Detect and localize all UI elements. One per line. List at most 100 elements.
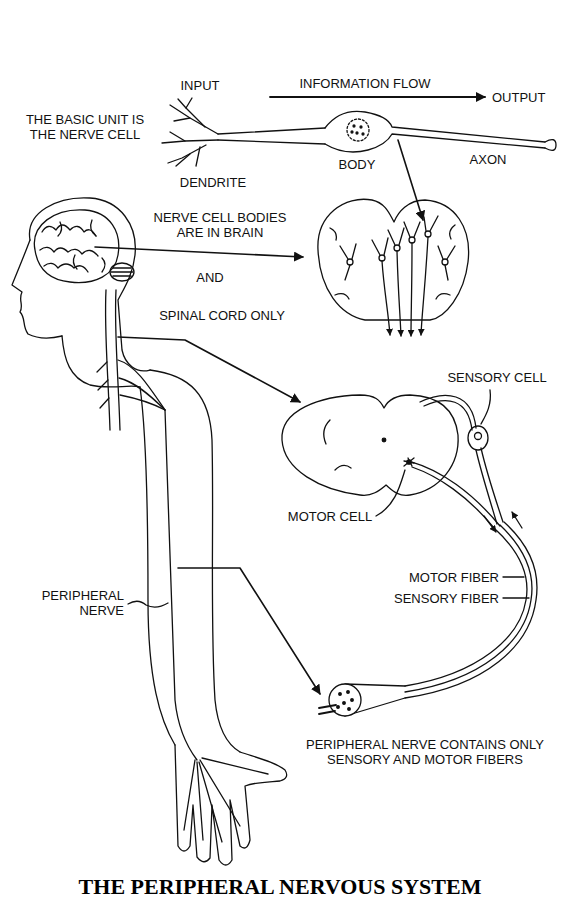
part-label: PERIPHERAL NERVE [32, 588, 124, 618]
cord-section [282, 395, 458, 495]
cord-section [412, 462, 500, 526]
cord-section [324, 420, 351, 470]
nerve-cell [325, 134, 545, 152]
part-label: SENSORY CELL [447, 370, 546, 385]
label-box: DENDRITE [180, 175, 246, 190]
label-box: BODY [339, 157, 376, 172]
flow-arrow [270, 96, 485, 98]
label-box: AXON [470, 152, 507, 167]
arm-outline [175, 745, 287, 865]
nerve-cell [186, 98, 192, 108]
brain [40, 247, 98, 256]
part-label: AND [196, 270, 223, 285]
brain [91, 220, 96, 236]
nerve-cell [162, 98, 556, 166]
nerve-cross-section [337, 706, 340, 709]
nerve-cross-section [343, 702, 346, 705]
cord-section [388, 228, 404, 245]
cord-section [411, 243, 412, 336]
nerve-cross-section [347, 691, 350, 694]
part-label: PERIPHERAL NERVE CONTAINS ONLY SENSORY A… [299, 737, 551, 767]
nerve-cell [362, 133, 364, 135]
cord-section [330, 225, 455, 299]
head-outline [12, 198, 150, 387]
spinal-cord [97, 362, 109, 408]
part-label: INFORMATION FLOW [299, 76, 430, 91]
brain [111, 268, 133, 276]
nerve-cell [347, 119, 369, 141]
cord-section [397, 251, 401, 336]
nerve-cell [176, 154, 190, 166]
part-label: DENDRITE [180, 175, 246, 190]
cord-section [347, 259, 353, 265]
cord-section [476, 450, 497, 524]
cord-section [382, 438, 386, 442]
brain [73, 255, 77, 269]
label-box: INFORMATION FLOW [299, 76, 430, 91]
cord-section [379, 255, 385, 261]
cord-section [405, 528, 527, 686]
label-box: NERVE CELL BODIES ARE IN BRAIN [145, 210, 295, 240]
nerve-cell [178, 99, 205, 127]
cord-section [409, 237, 415, 243]
peripheral-nerve [184, 758, 268, 842]
part-label: INPUT [181, 78, 220, 93]
cord-section [382, 261, 390, 335]
label-box: PERIPHERAL NERVE [32, 588, 124, 618]
cord-section [475, 433, 482, 440]
pointer-arrow [178, 568, 320, 694]
cord-section [468, 426, 488, 450]
leader-line [128, 601, 168, 607]
cord-section [424, 401, 472, 430]
part-label: NERVE CELL BODIES ARE IN BRAIN [145, 210, 295, 240]
head-outline [12, 240, 62, 338]
nerve-cell [218, 140, 325, 144]
part-label: OUTPUT [492, 90, 545, 105]
brain [44, 263, 88, 272]
label-box: SPINAL CORD ONLY [159, 308, 285, 323]
part-label: AXON [470, 152, 507, 167]
spinal-cord [97, 290, 165, 430]
label-box: SENSORY CELL [447, 370, 546, 385]
nerve-cell [170, 132, 185, 141]
part-label: THE BASIC UNIT IS THE NERVE CELL [19, 112, 151, 142]
label-box: SENSORY FIBER [394, 591, 499, 606]
cord-section [394, 245, 400, 251]
arm-outline [140, 370, 287, 865]
leader-line [376, 470, 405, 516]
label-box: MOTOR FIBER [409, 570, 499, 585]
cord-section [421, 237, 428, 335]
spinal-cord [105, 290, 110, 430]
cord-section [318, 199, 469, 320]
cord-section [424, 216, 438, 231]
leader-line [503, 576, 524, 577]
nerve-cell [353, 125, 355, 127]
nerve-cross-section [339, 693, 342, 696]
cord-section [484, 516, 496, 532]
nerve-cell [162, 140, 218, 143]
nerve-cross-section [319, 705, 336, 714]
label-box: THE BASIC UNIT IS THE NERVE CELL [19, 112, 151, 142]
cord-section [340, 244, 356, 280]
cord-section [318, 199, 469, 336]
peripheral-nerve [165, 410, 268, 842]
head-outline [29, 198, 150, 371]
nerve-cell [356, 132, 358, 134]
brain [110, 263, 134, 281]
label-box: AND [196, 270, 223, 285]
cord-section [372, 238, 388, 255]
diagram-title: THE PERIPHERAL NERVOUS SYSTEM [79, 874, 482, 900]
pointer-arrow [398, 140, 423, 220]
brain [102, 258, 105, 272]
nerve-cross-section [351, 699, 354, 702]
nerve-cross-section [319, 684, 405, 716]
nerve-cross-section [348, 708, 351, 711]
pointer-arrow [95, 247, 303, 257]
cord-section [412, 467, 494, 528]
nerve-cell [196, 147, 200, 166]
label-box: OUTPUT [492, 90, 545, 105]
nerve-cell [545, 140, 556, 151]
label-box: MOTOR CELL [288, 509, 372, 524]
pointer-arrow [118, 337, 300, 402]
